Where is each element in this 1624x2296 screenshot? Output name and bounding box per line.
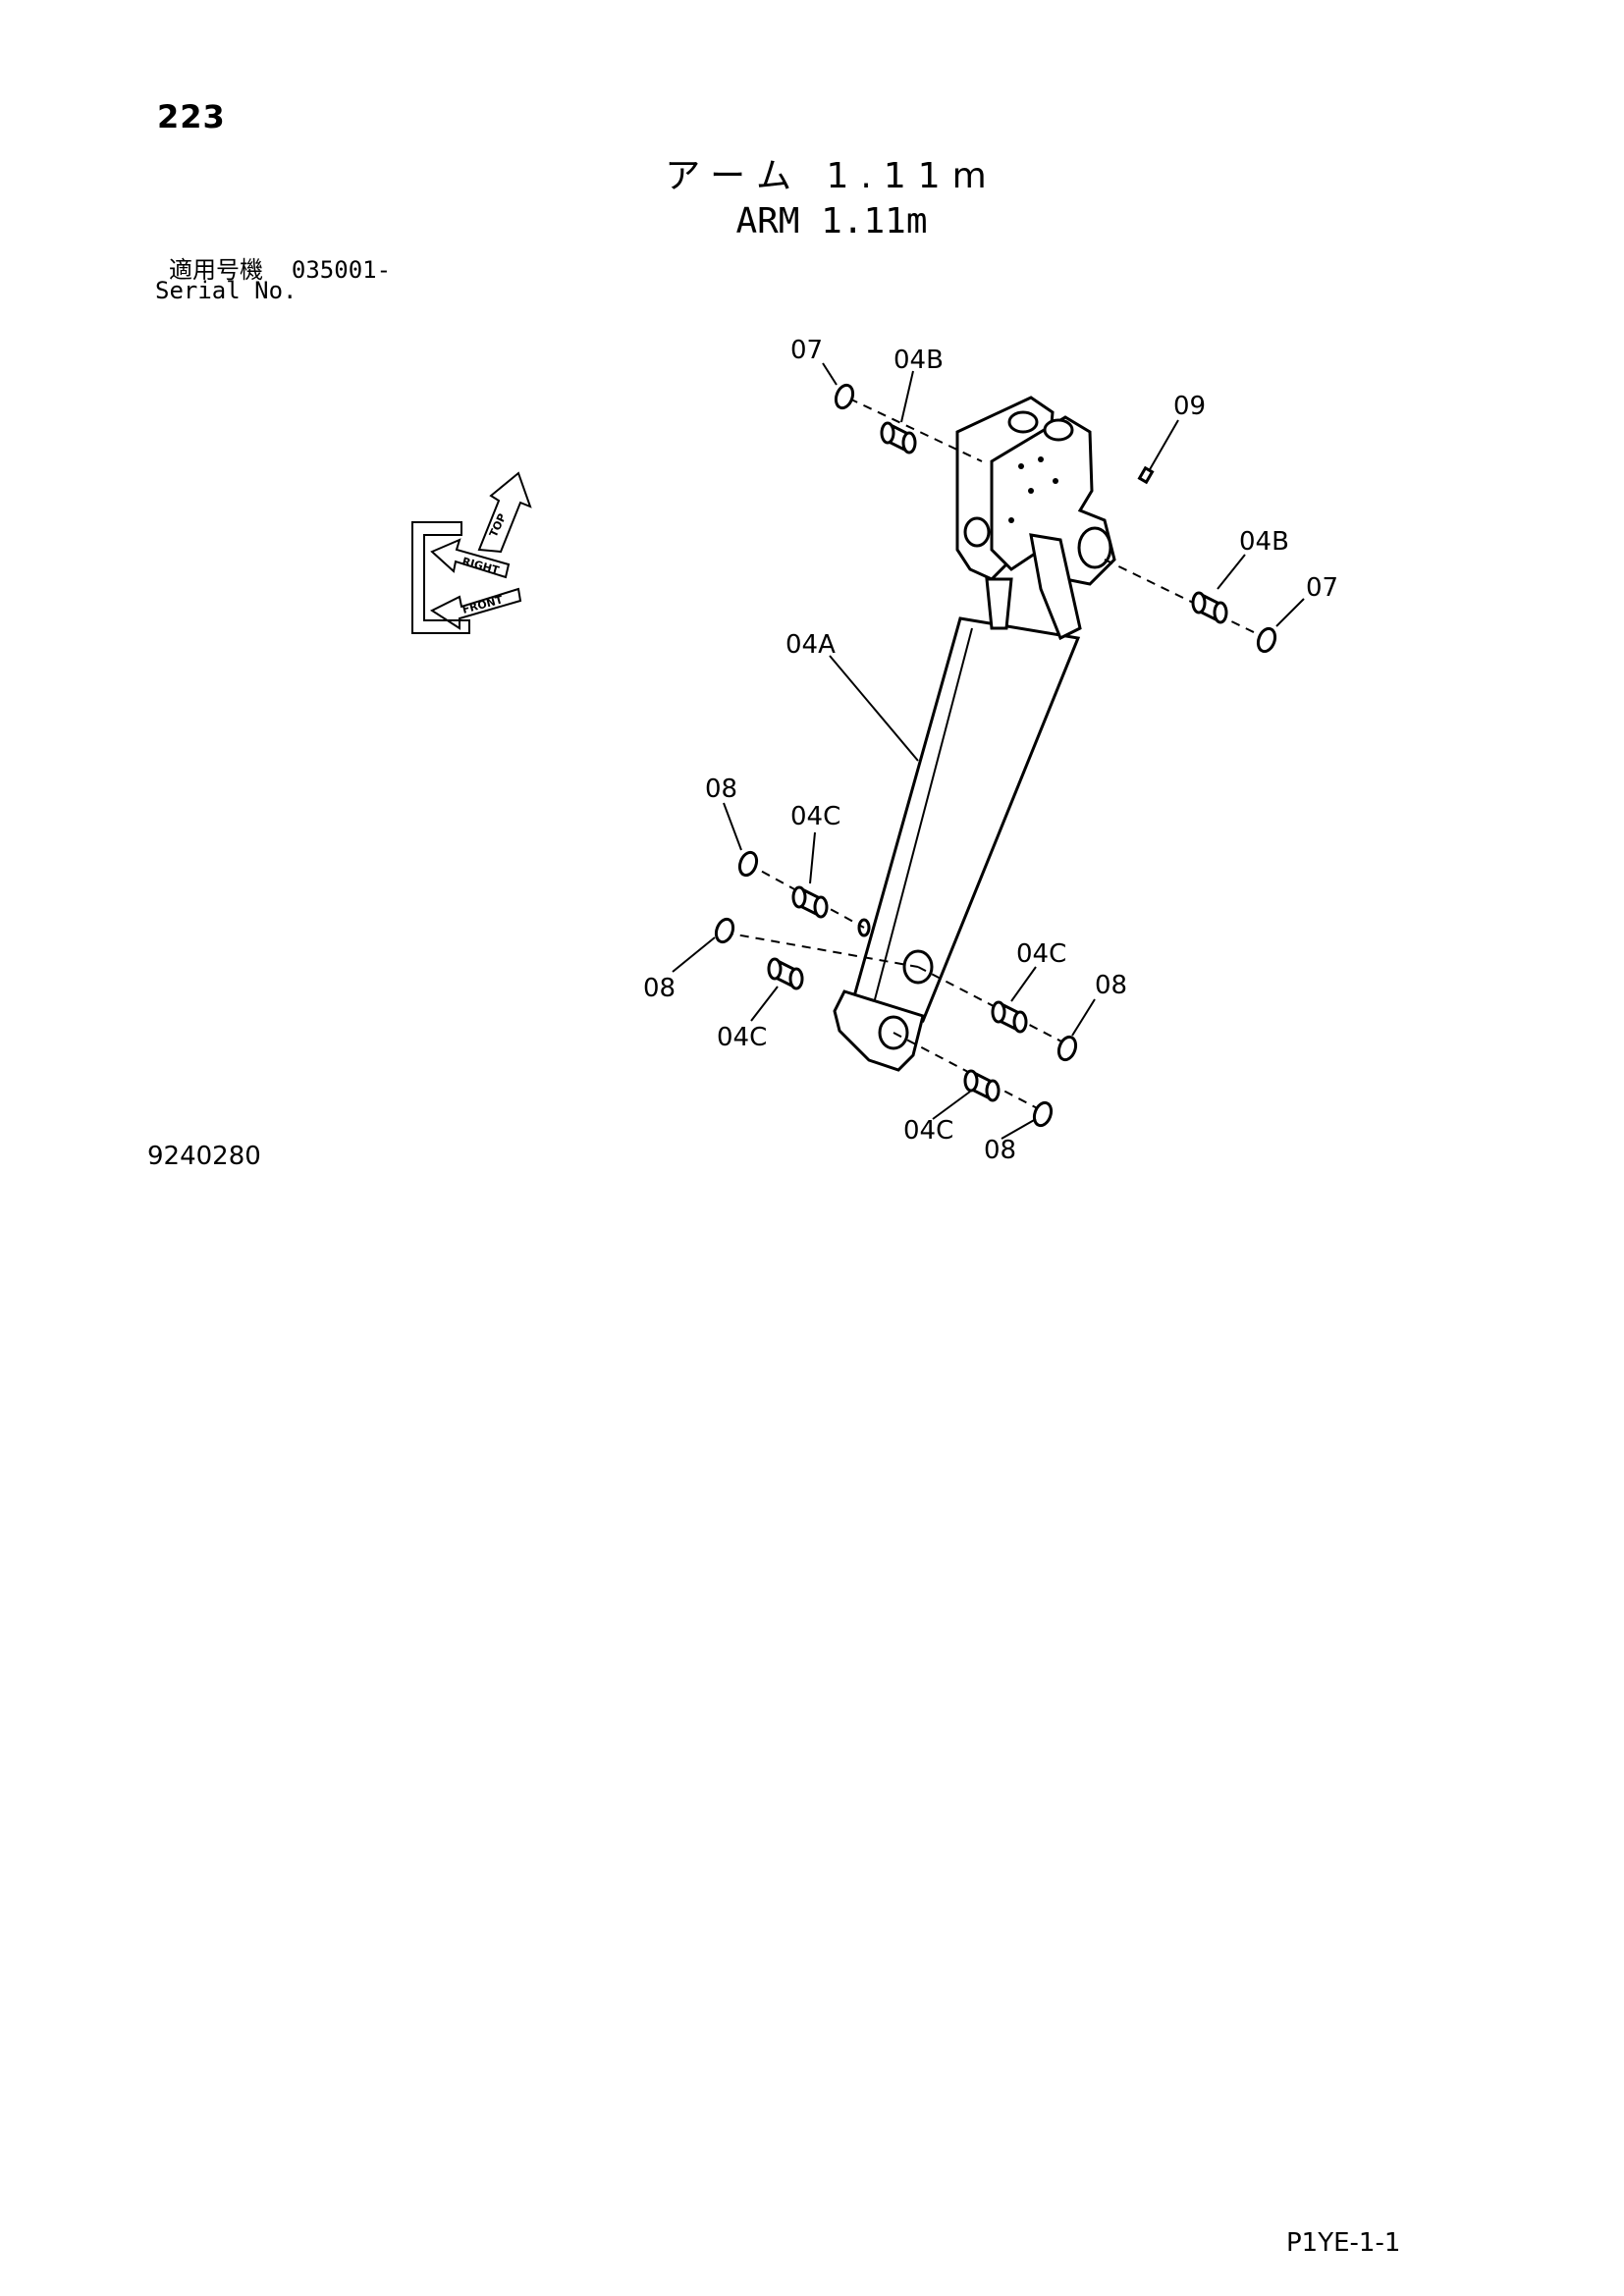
arm-bolt-hole xyxy=(1018,463,1024,469)
title-english: ARM 1.11m xyxy=(735,201,928,241)
leader-04c-upper xyxy=(809,831,816,884)
leader-04b-top xyxy=(900,370,914,423)
arm-top-pin-boss-front xyxy=(1043,418,1074,442)
assembly-line-right xyxy=(1104,559,1263,637)
callout-04c-bottom: 04C xyxy=(903,1116,953,1146)
arm-bolt-hole xyxy=(1028,488,1034,494)
serial-label-japanese: 適用号機 xyxy=(169,256,263,284)
callout-08-left: 08 xyxy=(643,974,676,1003)
callout-04b-top: 04B xyxy=(893,346,944,375)
callout-07-top: 07 xyxy=(790,336,823,365)
bushings xyxy=(767,421,1228,1102)
arm-body xyxy=(833,396,1116,1072)
assembly-line-mid-right xyxy=(917,966,1066,1044)
leader-08-mid xyxy=(1071,998,1096,1037)
arm-top-pin-boss-back xyxy=(1007,410,1039,434)
orientation-front-arrow xyxy=(429,587,522,630)
ring-08-bottom xyxy=(1032,1100,1054,1128)
page-number: 223 xyxy=(157,98,226,135)
ring-08-mid xyxy=(1056,1035,1078,1062)
bushing-04b-right xyxy=(1191,591,1228,624)
orientation-right-label: RIGHT xyxy=(460,555,501,577)
orientation-indicator: TOP RIGHT FRONT xyxy=(411,471,532,634)
orientation-top-label: TOP xyxy=(487,511,509,539)
title-japanese: アーム 1.11m xyxy=(665,156,999,196)
callout-04c-left: 04C xyxy=(717,1023,767,1052)
callout-07-right: 07 xyxy=(1306,573,1338,603)
arm-upper-fin xyxy=(985,577,1013,630)
arm-boom-edge xyxy=(873,627,973,1004)
leader-07-right xyxy=(1275,598,1305,627)
bushing-04c-mid xyxy=(991,1000,1028,1034)
serial-value: 035001- xyxy=(291,256,392,284)
arm-bolt-hole xyxy=(1008,517,1014,523)
sheet-code: P1YE-1-1 xyxy=(1286,2228,1401,2258)
leader-08-left xyxy=(672,936,716,973)
bushing-04b-top xyxy=(880,421,917,454)
callout-04a: 04A xyxy=(785,630,836,660)
serial-label-english: Serial No. xyxy=(155,277,298,304)
leader-04c-bottom xyxy=(932,1091,971,1120)
arm-mid-pin-boss xyxy=(963,516,991,548)
leader-08-upper xyxy=(723,802,742,851)
serial-line-japanese: 適用号機 035001- xyxy=(169,250,391,285)
ring-08-upper xyxy=(737,850,759,878)
arm-bolt-hole xyxy=(1053,478,1058,484)
drawing-number: 9240280 xyxy=(147,1142,261,1171)
arm-right-pin-boss xyxy=(1077,526,1112,569)
leader-09 xyxy=(1148,419,1179,472)
callout-08-bottom: 08 xyxy=(984,1136,1016,1165)
assembly-line-left xyxy=(724,932,919,968)
assembly-line-top xyxy=(848,398,983,462)
leader-04b-right xyxy=(1217,554,1246,590)
ring-07-top xyxy=(834,383,855,410)
bushing-04c-left xyxy=(767,957,804,990)
rings xyxy=(714,383,1277,1128)
orientation-right-arrow xyxy=(430,538,511,579)
orientation-top-arrow xyxy=(477,471,532,554)
leader-04c-left xyxy=(750,986,779,1022)
arm-upper-gusset xyxy=(1029,533,1082,641)
orientation-frame xyxy=(411,521,470,634)
leader-08-bottom xyxy=(1001,1118,1037,1140)
bushing-04c-upper xyxy=(791,885,829,919)
arm-bolt-hole xyxy=(1038,456,1044,462)
ring-08-left xyxy=(714,917,735,944)
leader-04a xyxy=(829,655,919,762)
leader-04c-mid xyxy=(1010,966,1037,1002)
ring-07-right xyxy=(1256,626,1277,654)
callout-labels: 07 04B 09 04B 07 04A 08 04C 08 04C 04C 0… xyxy=(643,336,1338,1165)
callout-04b-right: 04B xyxy=(1239,527,1289,557)
callout-09: 09 xyxy=(1173,392,1206,421)
callout-04c-upper: 04C xyxy=(790,802,840,831)
bushing-04c-bottom xyxy=(963,1069,1001,1102)
callout-04c-mid: 04C xyxy=(1016,939,1066,969)
orientation-front-label: FRONT xyxy=(460,593,504,616)
leader-lines xyxy=(672,362,1305,1140)
callout-08-mid: 08 xyxy=(1095,971,1127,1000)
leader-07-top xyxy=(822,362,838,386)
callout-08-upper: 08 xyxy=(705,774,737,804)
